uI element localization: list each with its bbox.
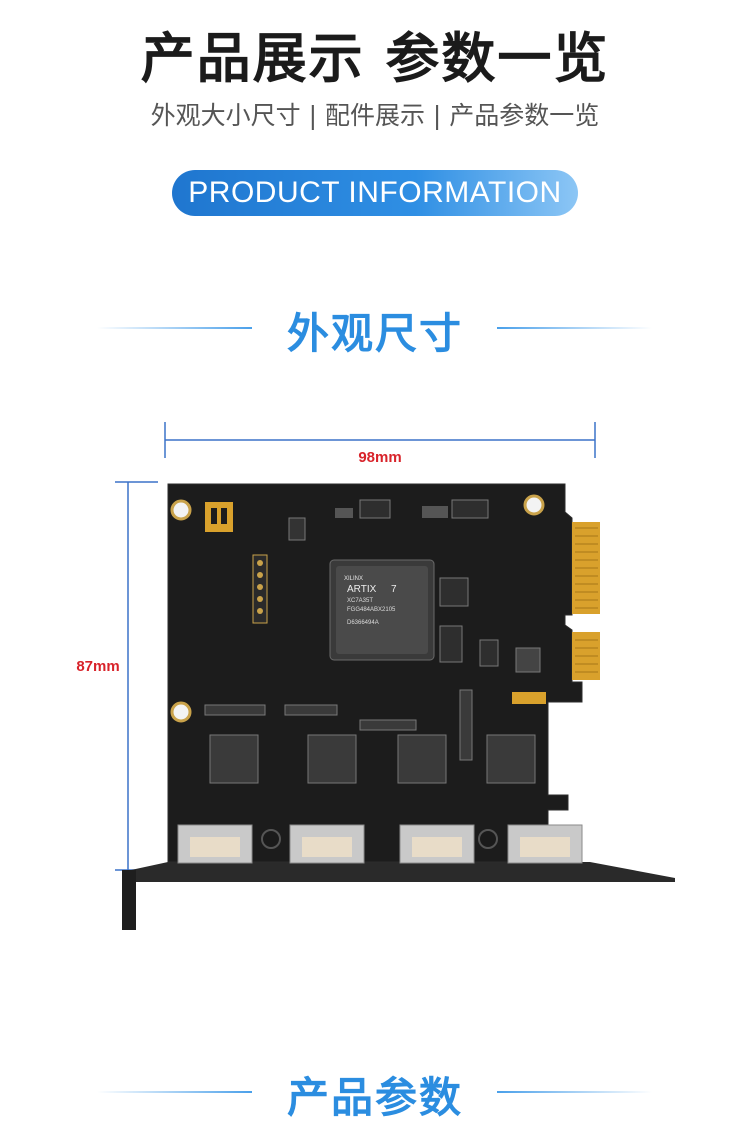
section-appearance-title: 外观尺寸: [286, 309, 463, 358]
chip-line-3: D6366494A: [347, 620, 379, 626]
section-appearance-heading: 外观尺寸: [0, 298, 750, 358]
section-parameters-heading: 产品参数: [0, 1062, 750, 1122]
section-parameters-title: 产品参数: [286, 1073, 463, 1122]
product-information-banner: PRODUCT INFORMATION: [172, 170, 578, 216]
mounting-holes: [170, 494, 545, 723]
chip-family: ARTIX: [347, 584, 377, 595]
height-label: 87mm: [76, 658, 119, 675]
page-title: 产品展示 参数一览: [140, 27, 610, 90]
fpga-chip: XILINX ARTIX 7 XC7A35T FGG484ABX2105 D63…: [329, 559, 435, 661]
section-divider-right: [497, 327, 652, 329]
hdmi-ports: [177, 824, 583, 864]
width-label: 98mm: [358, 449, 401, 466]
height-dimension: [115, 481, 158, 871]
section-divider-right: [497, 1091, 652, 1093]
screws: [261, 829, 498, 849]
page-subtitle: 外观大小尺寸 | 配件展示 | 产品参数一览: [150, 101, 600, 130]
width-dimension: [164, 422, 596, 458]
gold-fingers: [572, 522, 600, 680]
smd-components: [204, 499, 546, 761]
pci-bracket: [122, 862, 675, 930]
jumper-header: [205, 502, 233, 532]
chip-line-1: XC7A35T: [347, 598, 373, 604]
product-board-figure: 98mm 87mm: [76, 422, 675, 930]
chip-family-suffix: 7: [391, 584, 397, 595]
pin-header: [252, 554, 268, 624]
decoder-chips: [209, 734, 536, 784]
section-divider-left: [97, 327, 252, 329]
chip-brand: XILINX: [344, 576, 363, 582]
section-divider-left: [97, 1091, 252, 1093]
chip-line-2: FGG484ABX2105: [347, 607, 396, 613]
pcb-board: [167, 483, 583, 863]
